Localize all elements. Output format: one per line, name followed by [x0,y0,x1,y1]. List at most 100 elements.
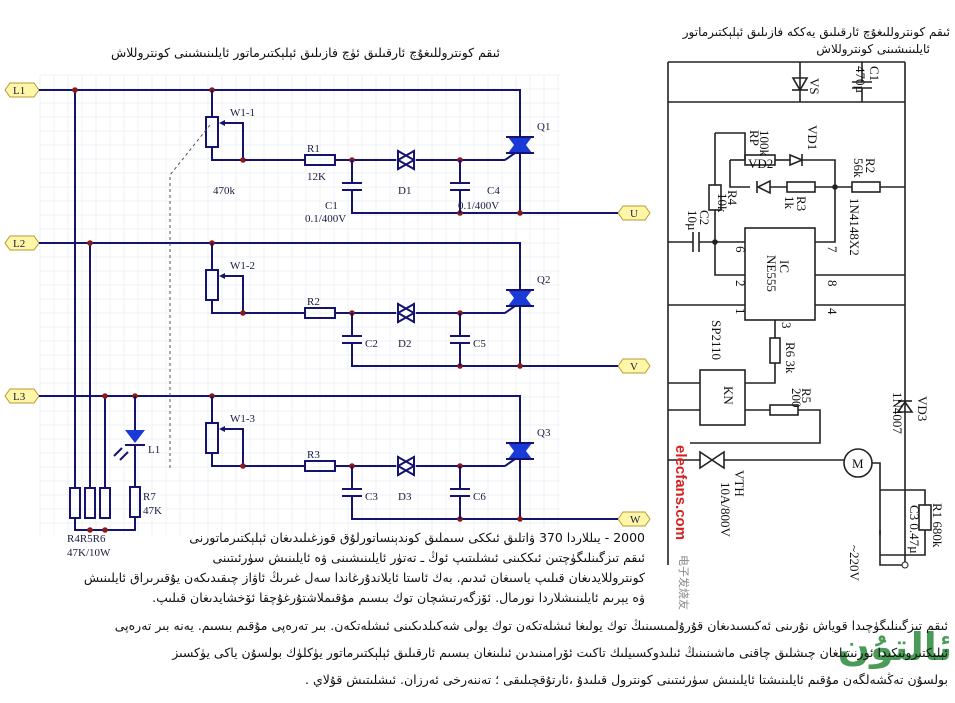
ic-part: NE555 [764,255,779,292]
diode-VD3 [896,400,914,413]
triac-Q1 [508,137,532,153]
r4-value: 10k [715,193,730,213]
input-label: L1 [13,85,25,97]
led-ray [119,451,129,461]
output-line [351,343,618,367]
rp-value: 100k [757,130,772,157]
three-phase-title: ئىقم كونتروللىغۇچ ئارقىلىق ئۈچ فازىلىق ئ… [110,45,500,60]
input-label: L3 [13,391,26,403]
vd2-label: VD2 [748,156,773,171]
phase-bus [39,242,521,366]
wiper-arrow [219,426,225,432]
cn-watermark: 电子发烧友 [677,555,691,610]
pot-wiper [222,122,244,160]
input-label: L2 [13,238,25,250]
junction-dot [87,527,93,533]
wire [690,409,821,444]
r7-label: R7 [143,491,156,503]
junction-dot [240,157,246,163]
junction-dot [240,463,246,469]
paragraph-b-line: ئېلېكتىرونىكىدا ئورنىتىلغان چىشلىق چاقنى… [172,645,948,660]
single-phase-title-line1: ئىقم كونتروللىغۇچ ئارقىلىق يەككە فازىلىق… [682,25,950,39]
cap-label: C3 [365,491,378,503]
paragraph-b-line: بولسۇن تەڭشەلگەن مۇقىم ئايلىنىشتا ئايلىن… [305,672,948,687]
phase-bus [39,395,521,519]
paragraph-a-line: ۋە يېرىم ئايلىنىشلاردا نورمال. ئۆزگەرتىش… [152,590,645,605]
pin-label: 7 [825,246,840,253]
cap-label: C1 [325,200,338,212]
supply-terminal [901,561,909,569]
motor-label: M [852,456,864,471]
vth-value: 10A/800V [718,482,733,538]
cap-value: 0.1/400V [458,200,499,212]
triac-gate [504,152,516,161]
r4-label: R4 [725,190,740,206]
wire [802,159,836,243]
junction-dot [832,184,838,190]
diac-label: D2 [398,338,411,350]
wire [729,160,750,188]
wire [872,462,905,566]
triac-VTH [699,450,714,470]
triac-label: Q1 [537,121,550,133]
load-resistor [84,487,96,519]
vd3-part: 1N4007 [890,392,905,434]
junction-dot [517,363,523,369]
diac-bg [396,150,416,170]
r456-value: 47K/10W [67,547,111,559]
logo-watermark: ئالتۇن [838,625,953,669]
junction-dot [517,210,523,216]
junction-dot [240,310,246,316]
vd1-label: VD1 [805,125,820,150]
r7-value: 47K [143,505,162,517]
kn-label: KN [721,386,736,405]
wiper-arrow [219,273,225,279]
r3-value: 1k [782,196,797,210]
pot-lead [211,300,245,314]
resistor-R3 [786,181,816,193]
cap-value: 0.1/400V [305,213,346,225]
rp-label: RP [747,130,762,146]
triac-label: Q2 [537,274,550,286]
sp-label: SP2110 [709,320,724,360]
wire [714,242,745,276]
junction-dot [72,87,78,93]
led-icon [125,430,145,443]
output-label: U [630,208,638,220]
triac-gate [504,458,516,467]
diac-label: D1 [398,185,411,197]
output-label: W [630,514,641,526]
paragraph-a-line: ئىقم تىزگىنلىگۈچتىن ئىككىنى ئىشلىتىپ ئوڭ… [212,550,645,565]
gang-link [169,124,211,470]
r5-value: 200 [789,388,804,408]
pot-value: 470k [213,185,236,197]
output-terminal-W [617,511,651,527]
cap-label: C4 [487,185,500,197]
junction-dot [517,516,523,522]
resistor-label: R3 [307,449,320,461]
pin-label: 8 [825,280,840,287]
ic-label: IC [777,260,792,273]
r456-label: R4R5R6 [67,533,106,545]
output-line [351,496,618,520]
phase-bus [39,89,521,213]
vth-label: VTH [732,470,747,497]
r6-label: R6 3k [783,342,798,374]
junction-dot [102,393,108,399]
resistor-R7 [129,486,141,518]
r3-label: R3 [794,196,809,211]
triac-label: Q3 [537,427,551,439]
load-resistor [99,487,111,519]
pin-label: 3 [779,322,794,329]
kn-module [699,369,746,426]
c2-label: C2 [697,210,712,225]
diode-VD1 [789,153,805,167]
paragraph-a-line: 2000 - يىللاردا 370 ۋاتلىق ئىككى سىملىق … [189,530,645,545]
grid-background [39,74,560,535]
pin-label: 1 [733,308,748,315]
output-label: V [630,361,638,373]
paragraph-b-line: ئىقم تىزگىنلىگۈچىدا قوياش نۇرىنى ئەكىسىد… [114,618,948,633]
junction-dot [102,527,108,533]
